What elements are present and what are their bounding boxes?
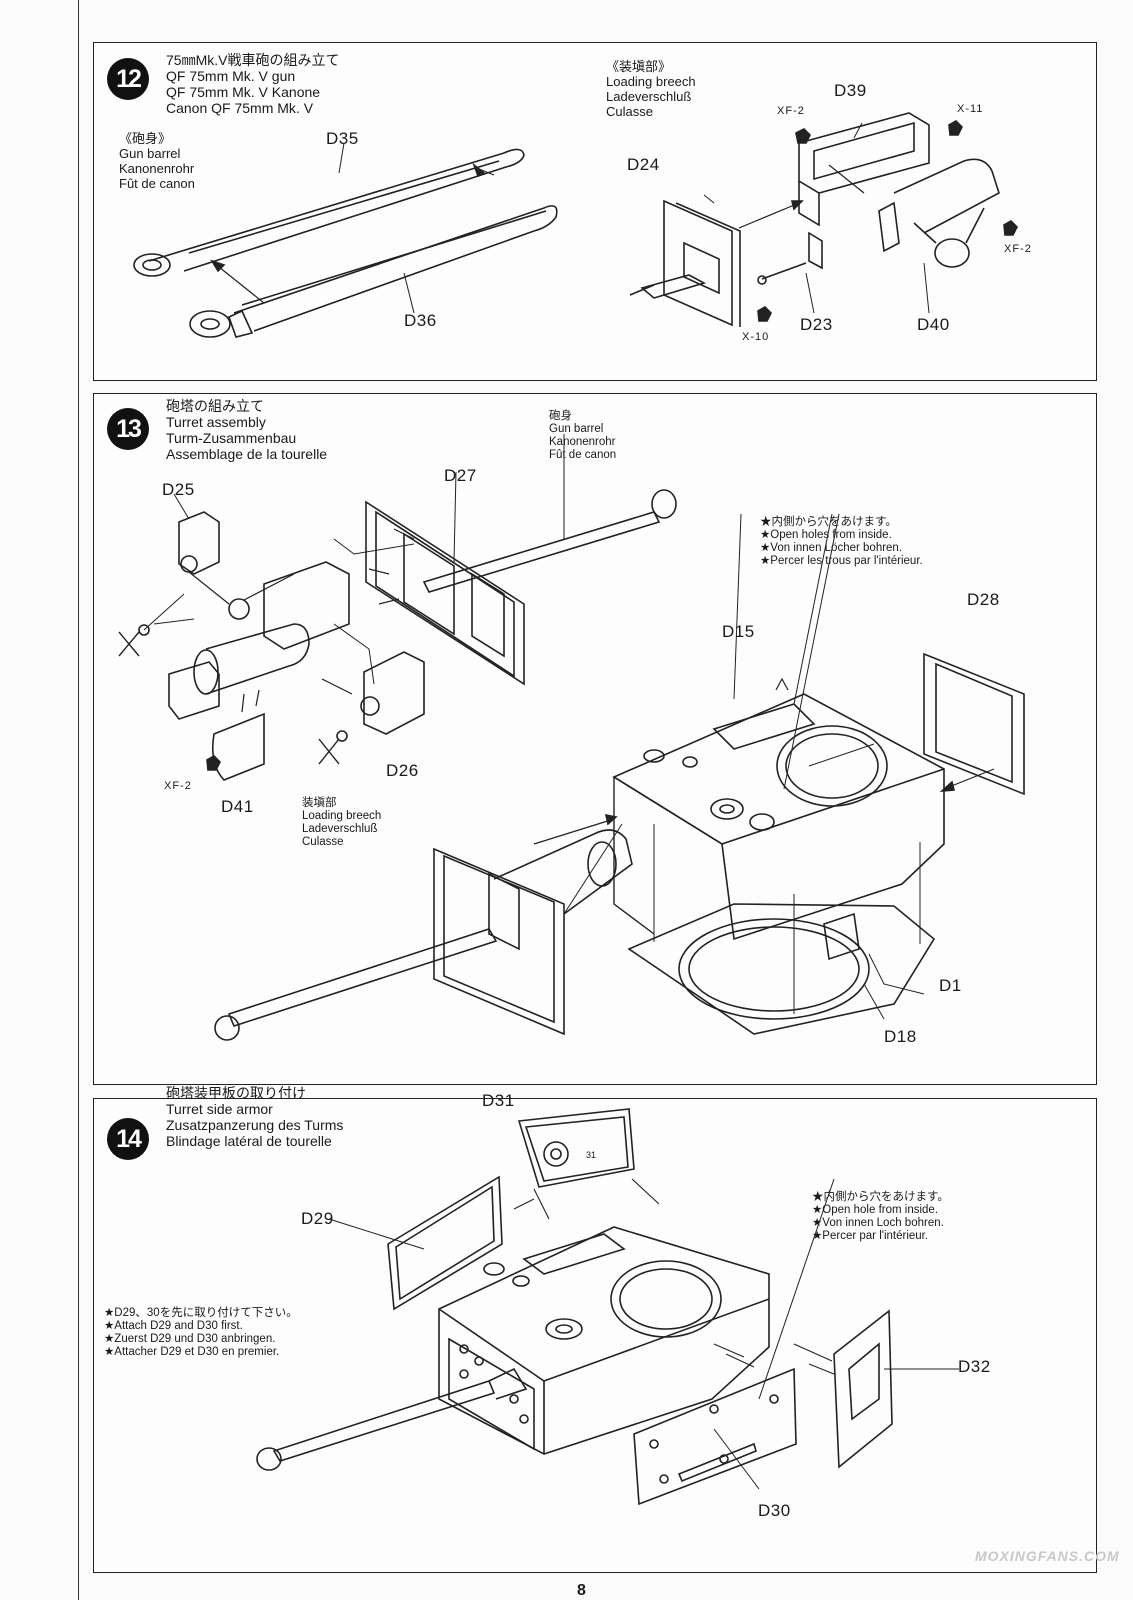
title-en: QF 75mm Mk. V gun	[166, 68, 296, 84]
part-d1-label: D1	[939, 976, 962, 995]
part-d28-label: D28	[967, 590, 1000, 609]
step-title: 砲塔の組み立て Turret assembly Turm-Zusammenbau…	[166, 398, 328, 462]
paint-xf2-label: XF-2	[777, 105, 805, 117]
part-d25-label: D25	[162, 480, 195, 499]
step-number-badge: 14	[107, 1118, 149, 1160]
part-d15-label: D15	[722, 622, 755, 641]
breech-caption: 《装塡部》 Loading breech Ladeverschluß Culas…	[606, 59, 696, 119]
part-d41-drawing	[211, 689, 265, 781]
part-d30-drawing	[633, 1178, 835, 1506]
attach-first-note: ★D29、30を先に取り付けて下さい。 ★Attach D29 and D30 …	[104, 1307, 298, 1358]
step-title: 砲塔装甲板の取り付け Turret side armor Zusatzpanze…	[166, 1085, 344, 1149]
part-d28-drawing	[923, 652, 1025, 796]
part-d25-drawing	[173, 493, 230, 605]
part-d35-label: D35	[326, 129, 359, 148]
part-d41-label: D41	[221, 797, 254, 816]
part-d35-drawing	[133, 148, 525, 277]
part-d40-label: D40	[917, 315, 950, 334]
part-d36-drawing	[189, 205, 558, 338]
step-number-badge: 12	[107, 58, 149, 100]
part-d24-label: D24	[627, 155, 660, 174]
step-number-badge: 13	[107, 408, 149, 450]
part-31-tag: 31	[586, 1150, 597, 1160]
part-d40-drawing	[878, 158, 1000, 268]
part-d32-label: D32	[958, 1357, 991, 1376]
title-fr: Canon QF 75mm Mk. V	[166, 100, 314, 116]
part-d27-label: D27	[444, 466, 477, 485]
step-14-drawing	[256, 1108, 959, 1506]
part-d29-label: D29	[301, 1209, 334, 1228]
part-d31-drawing	[517, 1108, 660, 1220]
turret-body-drawing	[438, 1226, 770, 1455]
paint-x11-label: X-11	[957, 103, 984, 115]
hole-note: ★内側から穴をあけます。 ★Open hole from inside. ★Vo…	[812, 1191, 949, 1242]
lower-gun-drawing	[214, 823, 633, 1041]
part-d23-drawing	[757, 231, 823, 285]
gun-barrel-drawing	[422, 434, 677, 593]
step-13-drawing	[118, 434, 1025, 1041]
part-d29-drawing	[328, 1175, 503, 1311]
part-d32-drawing	[793, 1309, 959, 1469]
part-d23-label: D23	[800, 315, 833, 334]
breech-caption: 装塡部 Loading breech Ladeverschluß Culasse	[302, 797, 382, 848]
watermark: MOXINGFANS.COM	[975, 1548, 1120, 1564]
step-12-drawing	[133, 112, 1018, 338]
step-title: 75㎜Mk.V戦車砲の組み立て QF 75mm Mk. V gun QF 75m…	[166, 52, 339, 116]
part-d36-label: D36	[404, 311, 437, 330]
step-12-panel: 12 75㎜Mk.V戦車砲の組み立て QF 75mm Mk. V gun QF …	[93, 42, 1097, 381]
holes-note: ★内側から穴をあけます。 ★Open holes from inside. ★V…	[760, 516, 923, 567]
paint-xf2-label: XF-2	[164, 780, 192, 792]
part-d27-drawing	[365, 471, 525, 686]
title-de: QF 75mm Mk. V Kanone	[166, 84, 321, 100]
part-d31-label: D31	[482, 1091, 515, 1110]
gun-barrel-drawing	[256, 1367, 528, 1471]
part-d39-drawing	[798, 112, 930, 227]
step-13-panel: 13 砲塔の組み立て Turret assembly Turm-Zusammen…	[93, 393, 1097, 1085]
breech-body-drawing	[168, 561, 375, 720]
part-d30-label: D30	[758, 1501, 791, 1520]
paint-xf2-label-2: XF-2	[1004, 243, 1032, 255]
part-d39-label: D39	[834, 81, 867, 100]
part-d26-label: D26	[386, 761, 419, 780]
title-jp: 75㎜Mk.V戦車砲の組み立て	[166, 52, 340, 68]
paint-x10-label: X-10	[742, 331, 770, 343]
part-d24-drawing	[629, 199, 741, 327]
part-d18-label: D18	[884, 1027, 917, 1046]
barrel-caption: 《砲身》 Gun barrel Kanonenrohr Fût de canon	[119, 131, 195, 191]
turret-drawing	[612, 677, 945, 941]
part-d26-drawing	[321, 651, 425, 735]
barrel-caption: 砲身 Gun barrel Kanonenrohr Fût de canon	[549, 410, 617, 461]
binding-line	[78, 0, 79, 1600]
part-d1-drawing	[627, 903, 936, 1035]
page-number: 8	[577, 1582, 586, 1599]
step-14-panel: 14 砲塔装甲板の取り付け Turret side armor Zusatzpa…	[93, 1085, 1097, 1573]
